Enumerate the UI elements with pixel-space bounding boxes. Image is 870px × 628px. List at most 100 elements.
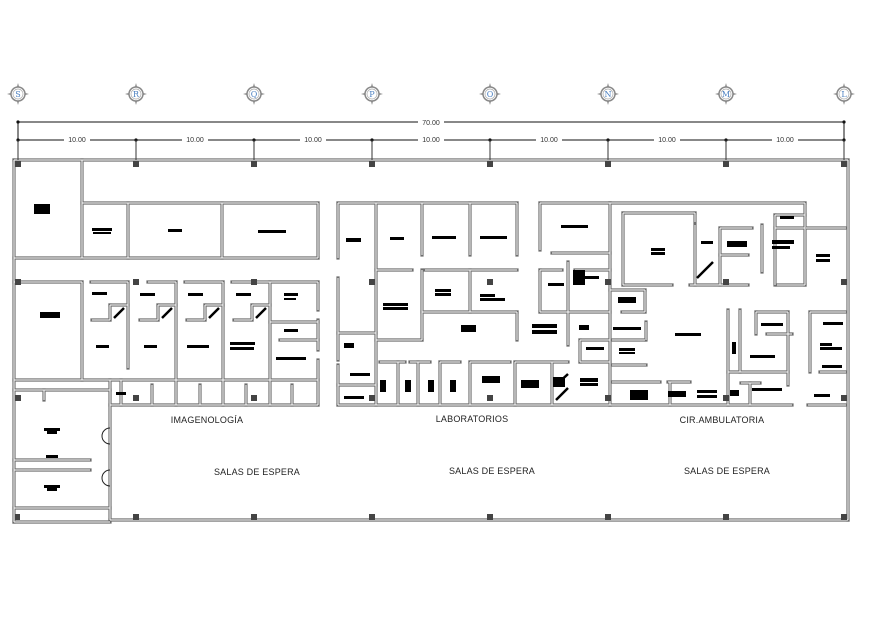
furniture-block: [727, 241, 747, 247]
bay-dimension: 10.00: [186, 137, 204, 144]
furniture-block: [752, 388, 782, 391]
furniture-block: [580, 383, 598, 386]
furniture-block: [532, 330, 557, 334]
furniture-block: [236, 293, 251, 296]
furniture-block: [585, 276, 599, 279]
furniture-block: [573, 270, 585, 285]
furniture-block: [284, 293, 298, 296]
overall-dimension: 70.00: [422, 120, 440, 127]
column: [723, 395, 729, 401]
furniture-block: [521, 380, 539, 388]
door-leaf: [113, 307, 125, 319]
bay-dimension: 10.00: [68, 137, 86, 144]
furniture-block: [772, 240, 794, 244]
furniture-block: [405, 380, 411, 392]
furniture-block: [461, 325, 476, 332]
furniture-block: [428, 380, 434, 392]
column: [487, 161, 493, 167]
furniture-block: [92, 292, 107, 295]
furniture-block: [92, 228, 112, 231]
furniture-block: [613, 327, 641, 330]
furniture-block: [47, 431, 57, 434]
column: [487, 514, 493, 520]
furniture-block: [697, 395, 717, 398]
furniture-block: [820, 343, 832, 346]
furniture-block: [701, 241, 713, 244]
furniture-block: [561, 225, 588, 228]
door-leaf: [555, 387, 569, 401]
furniture-block: [814, 394, 830, 397]
grid-axis-marker: Q: [243, 83, 265, 105]
grid-axis-marker: S: [7, 83, 29, 105]
column: [15, 514, 20, 520]
column: [841, 395, 847, 401]
furniture-block: [761, 323, 783, 326]
grid-axis-marker: M: [715, 83, 737, 105]
furniture-block: [344, 396, 364, 399]
door-swing: [101, 427, 111, 445]
furniture-block: [187, 345, 209, 348]
grid-axis-marker: P: [361, 83, 383, 105]
grid-axis-marker: N: [597, 83, 619, 105]
furniture-block: [40, 312, 60, 318]
structural-columns: [15, 161, 847, 520]
furniture-block: [350, 373, 370, 376]
furniture-block: [188, 293, 203, 296]
furniture-block: [346, 238, 361, 242]
zone-label-imaging: IMAGENOLOGÍA: [171, 415, 243, 425]
furniture-block: [47, 488, 57, 491]
zone-label-labs: LABORATORIOS: [436, 414, 509, 424]
furniture-block: [618, 297, 636, 303]
column: [841, 514, 847, 520]
grid-axis-letter: P: [369, 90, 375, 99]
grid-axis-letter: M: [722, 90, 730, 99]
grid-axis-letter: Q: [251, 90, 258, 99]
waiting-room-label: SALAS DE ESPERA: [214, 467, 300, 477]
furniture-block: [380, 380, 386, 392]
furniture-block: [44, 485, 60, 488]
column: [133, 279, 139, 285]
furniture-block: [579, 325, 589, 330]
column: [133, 161, 139, 167]
furniture-block: [116, 392, 126, 395]
furniture-block: [480, 236, 507, 239]
furniture-block: [144, 345, 157, 348]
column: [133, 514, 139, 520]
furniture-block: [432, 236, 456, 239]
furniture: [34, 204, 843, 491]
column: [605, 161, 611, 167]
furniture-block: [96, 345, 109, 348]
column: [369, 514, 375, 520]
walls: [12, 158, 850, 524]
furniture-block: [651, 252, 665, 255]
column: [369, 279, 375, 285]
furniture-block: [230, 347, 254, 350]
furniture-block: [823, 322, 843, 325]
furniture-block: [258, 230, 286, 233]
bay-dimension: 10.00: [304, 137, 322, 144]
furniture-block: [435, 293, 451, 296]
column: [251, 514, 257, 520]
furniture-block: [230, 342, 255, 345]
grid-axis-marker: R: [125, 83, 147, 105]
grid-axis-letter: S: [15, 90, 20, 99]
column: [605, 395, 611, 401]
furniture-block: [93, 232, 111, 234]
furniture-block: [532, 324, 557, 328]
column: [605, 514, 611, 520]
column: [15, 279, 21, 285]
furniture-block: [383, 303, 408, 306]
furniture-block: [820, 347, 842, 350]
bay-dimension: 10.00: [422, 137, 440, 144]
furniture-block: [730, 390, 739, 396]
column: [841, 161, 847, 167]
furniture-block: [46, 455, 58, 458]
column: [723, 514, 729, 520]
furniture-block: [284, 298, 296, 300]
furniture-block: [630, 390, 648, 400]
furniture-block: [651, 248, 665, 251]
furniture-block: [816, 259, 830, 262]
waiting-room-label: SALAS DE ESPERA: [449, 466, 535, 476]
